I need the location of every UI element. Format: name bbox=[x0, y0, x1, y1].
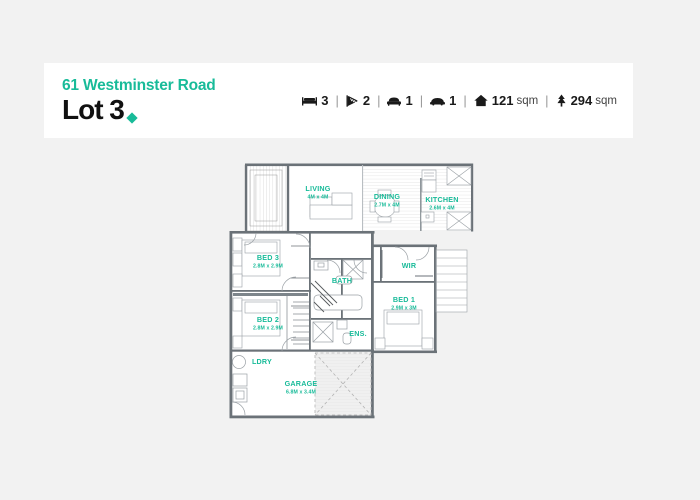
shower-icon bbox=[346, 94, 359, 107]
door-swings bbox=[231, 232, 430, 416]
stat-floor-area: 121 sqm bbox=[474, 93, 538, 108]
stat-living: 1 bbox=[387, 93, 413, 108]
stat-land-area: 294 sqm bbox=[556, 93, 617, 108]
floorplan-drawing: LIVING 4M x 4M DINING 2.7M x 4M KITCHEN … bbox=[229, 163, 474, 419]
sofa-icon bbox=[387, 95, 402, 107]
walls bbox=[229, 163, 474, 419]
tree-icon bbox=[556, 94, 567, 107]
east-stairs bbox=[435, 249, 468, 313]
stat-separator: | bbox=[377, 93, 381, 108]
room-label-garage: GARAGE bbox=[285, 379, 318, 388]
bath-fixtures bbox=[313, 259, 364, 311]
stat-bedrooms: 3 bbox=[302, 93, 328, 108]
room-label-bath: BATH bbox=[332, 276, 352, 285]
bed2-wardrobe bbox=[291, 305, 309, 341]
bed-icon bbox=[302, 95, 318, 107]
stat-garage-value: 1 bbox=[449, 93, 457, 108]
lot-row: Lot 3 bbox=[62, 93, 216, 125]
property-stats: 3 | 2 | bbox=[302, 93, 617, 108]
ensuite-fixtures bbox=[312, 319, 352, 345]
diamond-accent-icon bbox=[126, 111, 138, 124]
room-dim-bed2: 2.8M x 2.9M bbox=[253, 326, 283, 332]
stat-floor-area-unit: sqm bbox=[516, 94, 539, 107]
stat-bathrooms: 2 bbox=[346, 93, 370, 108]
stat-land-area-value: 294 bbox=[570, 93, 593, 108]
hallway-wall bbox=[233, 293, 308, 296]
room-label-living: LIVING bbox=[305, 184, 330, 193]
wir-shelving bbox=[381, 250, 433, 278]
room-label-bed2: BED 2 bbox=[257, 315, 279, 324]
room-label-bed3: BED 3 bbox=[257, 253, 279, 262]
stat-separator: | bbox=[545, 93, 549, 108]
room-dim-bed3: 2.8M x 2.9M bbox=[253, 264, 283, 270]
laundry-fixtures bbox=[232, 355, 248, 403]
stat-separator: | bbox=[463, 93, 467, 108]
room-label-ensuite: ENS. bbox=[349, 329, 367, 338]
stat-bedrooms-value: 3 bbox=[321, 93, 329, 108]
garage-door bbox=[314, 352, 372, 416]
kitchen-fixtures bbox=[420, 166, 472, 231]
room-label-laundry: LDRY bbox=[252, 357, 272, 366]
property-header-card: 61 Westminster Road Lot 3 3 | bbox=[44, 63, 633, 138]
living-sofa bbox=[309, 192, 353, 220]
room-dim-kitchen: 2.6M x 4M bbox=[429, 206, 454, 212]
room-dim-garage: 6.8M x 3.4M bbox=[286, 390, 316, 396]
bed3-wardrobe bbox=[291, 245, 309, 279]
bed2-furniture bbox=[232, 297, 281, 349]
stat-separator: | bbox=[335, 93, 339, 108]
room-dim-bed1: 2.9M x 3M bbox=[391, 306, 416, 312]
room-label-wir: WIR bbox=[402, 261, 417, 270]
car-icon bbox=[430, 95, 446, 107]
stair-flight bbox=[310, 280, 338, 313]
stat-floor-area-value: 121 bbox=[491, 93, 514, 108]
house-icon bbox=[474, 94, 488, 107]
room-label-dining: DINING bbox=[374, 192, 401, 201]
title-block: 61 Westminster Road Lot 3 bbox=[62, 77, 216, 125]
stat-living-value: 1 bbox=[405, 93, 413, 108]
room-labels: LIVING 4M x 4M DINING 2.7M x 4M KITCHEN … bbox=[252, 184, 459, 396]
room-dim-living: 4M x 4M bbox=[308, 195, 329, 201]
property-address: 61 Westminster Road bbox=[62, 77, 216, 95]
room-label-bed1: BED 1 bbox=[393, 295, 415, 304]
floorplan-container: LIVING 4M x 4M DINING 2.7M x 4M KITCHEN … bbox=[215, 150, 480, 445]
bed1-furniture bbox=[374, 309, 434, 350]
stat-separator: | bbox=[419, 93, 424, 108]
stat-garage: 1 bbox=[430, 93, 456, 108]
lot-number: Lot 3 bbox=[62, 93, 125, 125]
room-label-kitchen: KITCHEN bbox=[425, 195, 458, 204]
bed3-furniture bbox=[232, 237, 281, 288]
stat-bathrooms-value: 2 bbox=[362, 93, 371, 108]
stat-land-area-unit: sqm bbox=[595, 94, 617, 107]
dining-table bbox=[369, 189, 400, 223]
room-dim-dining: 2.7M x 4M bbox=[374, 203, 399, 209]
internal-stairs bbox=[286, 293, 309, 349]
